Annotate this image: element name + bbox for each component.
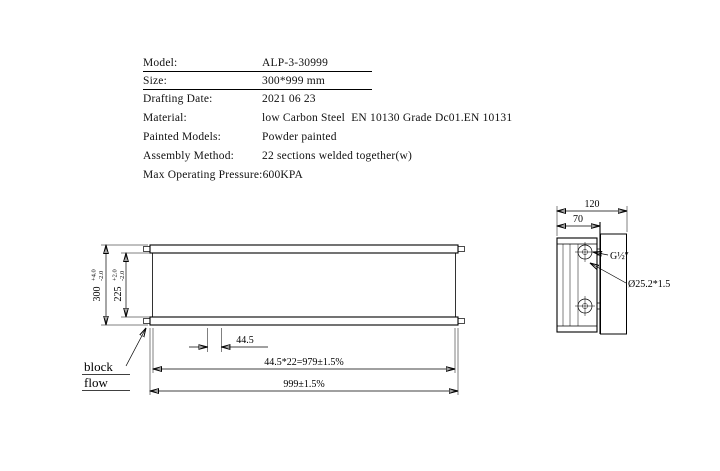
spec-row-max-pressure: Max Operating Pressure: 600KPA — [143, 168, 512, 182]
spec-label: Material: — [143, 112, 187, 124]
dimension-text: 120 — [585, 199, 600, 210]
side-body — [556, 237, 598, 333]
thread-callout: G½″ — [593, 251, 629, 262]
svg-text:+4.0: +4.0 — [91, 269, 98, 281]
flow-note-text: flow — [84, 375, 108, 390]
stub-top-left — [143, 246, 151, 252]
dim-wall-70: 70 — [557, 214, 600, 226]
dim-total-sections: 44.5*22=979±1.5% — [153, 328, 456, 373]
wall-brick-hatch — [600, 233, 627, 335]
bottom-header — [149, 316, 459, 326]
dimension-text: 44.5*22=979±1.5% — [264, 357, 343, 368]
stub-bottom-left — [143, 318, 151, 324]
dimension-text: 999±1.5% — [283, 379, 324, 390]
spec-label: Max Operating Pressure: — [143, 169, 263, 181]
pipe-label: Ø25.2*1.5 — [628, 279, 670, 290]
stub-bottom-right — [457, 318, 465, 324]
leader-line — [593, 252, 609, 255]
dimension-text: 225 +2.0 -2.0 — [112, 269, 127, 301]
side-view — [556, 222, 627, 335]
spec-label: Size: — [143, 75, 167, 87]
top-header — [149, 244, 459, 254]
flow-note-text: block — [84, 359, 113, 374]
spec-label: Model: — [143, 57, 178, 69]
spec-value: 22 sections welded together(w) — [262, 150, 413, 162]
svg-text:+2.0: +2.0 — [112, 269, 119, 281]
svg-text:-2.0: -2.0 — [119, 271, 126, 281]
front-view — [143, 244, 465, 326]
dim-pitch: 44.5 — [189, 328, 268, 352]
dimension-text: 44.5 — [236, 335, 254, 346]
spec-value: low Carbon Steel EN 10130 Grade Dc01.EN … — [262, 112, 513, 124]
spec-row-assembly-method: Assembly Method: 22 sections welded toge… — [143, 149, 512, 163]
spec-value: 300*999 mm — [262, 75, 326, 87]
leader-line — [125, 328, 146, 367]
spec-value: 600KPA — [262, 169, 303, 181]
svg-text:-2.0: -2.0 — [98, 271, 105, 281]
spec-value: Powder painted — [262, 131, 337, 143]
spec-label: Painted Models: — [143, 131, 222, 143]
dimension-text: 300 +4.0 -2.0 — [91, 269, 106, 301]
spec-row-material: Material: low Carbon Steel EN 10130 Grad… — [143, 111, 512, 125]
spec-row-size: Size: 300*999 mm — [143, 74, 372, 90]
spec-row-drafting-date: Drafting Date: 2021 06 23 — [143, 92, 512, 106]
stub-top-right — [457, 246, 465, 252]
spec-label: Drafting Date: — [143, 93, 213, 105]
dim-depth-120: 120 — [557, 199, 628, 236]
spec-row-model: Model: ALP-3-30999 — [143, 56, 372, 72]
thread-label: G½″ — [610, 251, 629, 262]
spec-value: 2021 06 23 — [262, 93, 316, 105]
pipe-callout: Ø25.2*1.5 — [590, 263, 670, 290]
svg-text:300: 300 — [92, 287, 103, 302]
spec-value: ALP-3-30999 — [262, 57, 329, 69]
radiator-sections — [152, 252, 456, 318]
dim-overall-length: 999±1.5% — [150, 328, 459, 395]
dimension-text: 70 — [573, 214, 583, 225]
svg-text:225: 225 — [113, 287, 124, 302]
dim-height-300: 300 +4.0 -2.0 — [91, 245, 148, 326]
dim-inner-height-225: 225 +2.0 -2.0 — [112, 253, 150, 318]
spec-label: Assembly Method: — [143, 150, 235, 162]
flow-note: block flow — [82, 328, 146, 391]
spec-table: Model: ALP-3-30999 Size: 300*999 mm Draf… — [143, 54, 512, 182]
leader-line — [590, 263, 627, 284]
spec-row-painted-models: Painted Models: Powder painted — [143, 130, 512, 144]
